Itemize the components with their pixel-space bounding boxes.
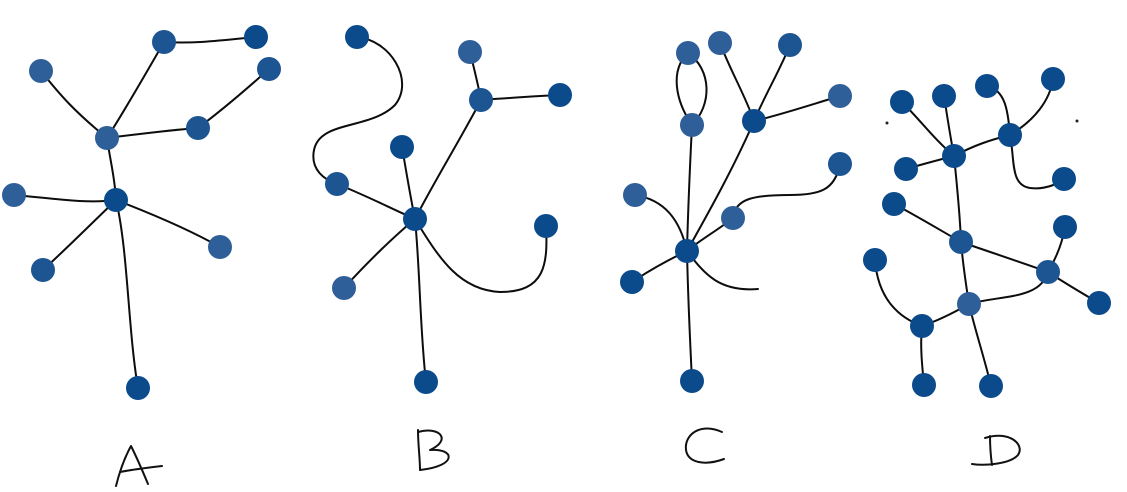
tree-a-nodes — [2, 25, 281, 400]
node — [680, 369, 704, 393]
node — [863, 248, 887, 272]
node — [1036, 260, 1060, 284]
node — [828, 152, 852, 176]
node — [912, 373, 936, 397]
node — [975, 74, 999, 98]
node — [534, 214, 558, 238]
edge — [115, 199, 139, 389]
edge — [874, 259, 923, 327]
edge — [686, 250, 693, 382]
edge — [968, 303, 992, 387]
node — [778, 33, 802, 57]
edge — [163, 36, 257, 44]
node — [126, 376, 150, 400]
edge — [106, 41, 165, 139]
tree-a-edges — [13, 36, 270, 389]
node — [942, 144, 966, 168]
node — [721, 206, 745, 230]
node — [332, 276, 356, 300]
node — [979, 374, 1003, 398]
node — [2, 183, 26, 207]
edge — [414, 218, 427, 383]
edge — [732, 163, 841, 219]
node — [949, 230, 973, 254]
node — [828, 84, 852, 108]
node — [623, 183, 647, 207]
node — [244, 25, 268, 49]
node — [29, 59, 53, 83]
tree-a — [2, 25, 281, 487]
edge — [414, 218, 548, 294]
node — [31, 258, 55, 282]
node — [1053, 215, 1077, 239]
edge — [968, 271, 1049, 305]
tree-b-edges — [312, 36, 561, 383]
tree-b-nodes — [325, 25, 572, 394]
tree-d-nodes — [863, 67, 1111, 398]
edge — [197, 68, 270, 129]
edge — [719, 42, 755, 122]
edge — [106, 127, 199, 139]
edge — [753, 95, 841, 122]
node — [469, 88, 493, 112]
edge — [960, 241, 1049, 273]
edge — [753, 44, 791, 122]
node — [458, 40, 482, 64]
tree-c-nodes — [620, 31, 852, 393]
edge — [312, 36, 404, 185]
node — [894, 157, 918, 181]
node — [882, 192, 906, 216]
edge — [686, 120, 755, 252]
edge — [115, 199, 221, 248]
node — [676, 41, 700, 65]
node — [95, 126, 119, 150]
node — [675, 239, 699, 263]
node — [1087, 291, 1111, 315]
tree-c-label — [684, 427, 725, 464]
node — [890, 90, 914, 114]
node — [345, 25, 369, 49]
node — [152, 30, 176, 54]
node — [257, 57, 281, 81]
tree-c — [620, 31, 852, 464]
node — [680, 113, 704, 137]
node — [998, 123, 1022, 147]
node — [1041, 67, 1065, 91]
edge — [953, 155, 962, 243]
edge — [42, 199, 117, 271]
node — [403, 207, 427, 231]
node — [208, 235, 232, 259]
node — [620, 270, 644, 294]
edge — [343, 218, 416, 289]
node — [1052, 167, 1076, 191]
node — [548, 83, 572, 107]
edge — [686, 250, 759, 291]
node — [708, 31, 732, 55]
node — [910, 314, 934, 338]
tree-d-label — [971, 434, 1021, 466]
node — [325, 172, 349, 196]
tree-a-label — [115, 445, 163, 487]
tree-b — [312, 25, 572, 471]
edge — [414, 99, 482, 220]
node — [414, 370, 438, 394]
node — [957, 292, 981, 316]
node — [186, 116, 210, 140]
edge — [336, 183, 416, 220]
tree-d — [863, 67, 1111, 466]
tree-b-label — [417, 429, 450, 471]
node — [932, 84, 956, 108]
node — [390, 135, 414, 159]
node — [742, 109, 766, 133]
edge — [13, 194, 117, 203]
edge — [686, 124, 693, 252]
node — [104, 188, 128, 212]
tree-d-dots — [885, 119, 1079, 125]
edge — [40, 70, 108, 139]
